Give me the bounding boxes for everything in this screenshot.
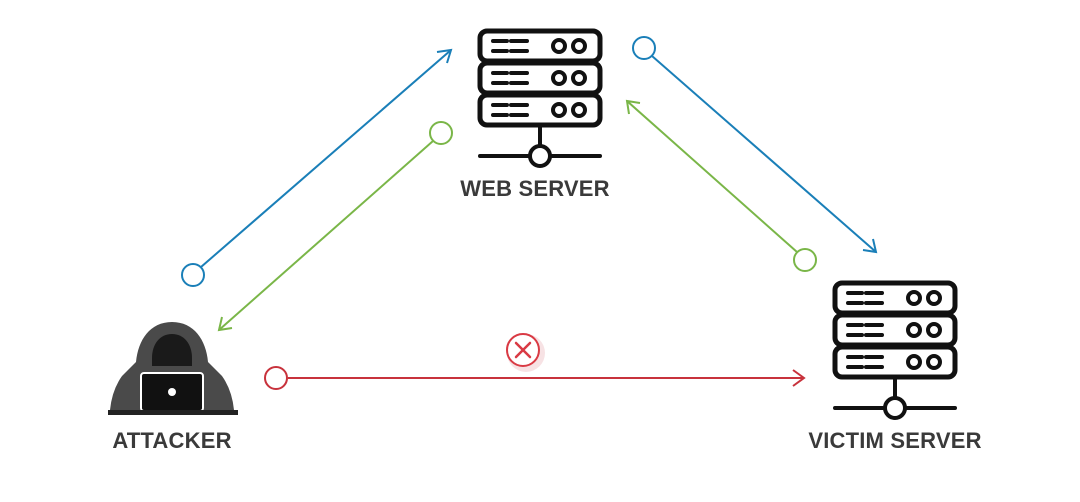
victim-server-label: VICTIM SERVER — [808, 428, 981, 453]
attacker-to-web-server-arrow — [181, 48, 453, 287]
web-server-label: WEB SERVER — [460, 176, 610, 201]
web-server-to-attacker-arrow — [217, 121, 453, 332]
victim-server-node: VICTIM SERVER — [808, 283, 981, 453]
attacker-node: ATTACKER — [108, 322, 238, 453]
attacker-to-victim-server-blocked-arrow — [264, 366, 806, 390]
web-server-to-victim-server-arrow — [632, 36, 878, 254]
victim-server-to-web-server-arrow — [625, 99, 817, 272]
hooded-hacker-laptop-icon — [108, 322, 238, 415]
victim-server-icon — [835, 283, 955, 418]
web-server-icon — [480, 31, 600, 166]
attacker-label: ATTACKER — [112, 428, 231, 453]
blocked-x-icon — [506, 333, 545, 372]
web-server-node: WEB SERVER — [460, 31, 610, 201]
